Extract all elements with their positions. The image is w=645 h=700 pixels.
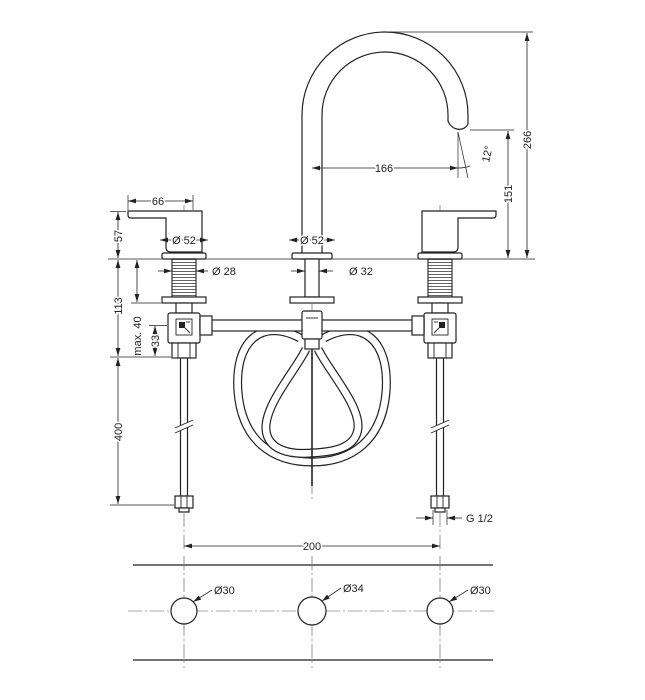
right-hose-nut-bottom-body <box>430 495 450 509</box>
left-hose-break-gap <box>175 420 193 433</box>
hole-right-label: Ø30 <box>470 585 491 597</box>
hole-center <box>297 596 327 626</box>
dim-text-hole-spacing: 200 <box>303 541 321 553</box>
hole-center-label: Ø34 <box>343 583 364 595</box>
left-hose-nut-bottom <box>174 495 194 513</box>
left-valve-assembly <box>161 258 207 513</box>
right-hose-break-mark <box>430 419 450 434</box>
center-mounting-plate <box>289 296 335 304</box>
dim-text-handle-rosette: Ø 52 <box>172 235 196 247</box>
dim-text-valve-shank: Ø 28 <box>212 266 236 278</box>
dim-text-spout-reach: 166 <box>375 163 393 175</box>
left-hose-break-line <box>174 419 194 429</box>
hole-left-leader <box>192 589 213 603</box>
center-fitting-nut <box>304 338 320 350</box>
right-hose-nut-bottom <box>430 495 450 513</box>
right-hose-thread-tip <box>434 507 446 513</box>
right-valve-symbol-line <box>433 327 440 334</box>
center-assembly <box>199 258 425 350</box>
right-valve-neck <box>431 302 449 314</box>
dimensions: 66 57 Ø 52 Ø 52 Ø 28 Ø 32 166 12° 151 <box>110 31 535 554</box>
left-valve-symbol-icon <box>175 318 193 336</box>
left-hose-thread-tip <box>178 507 190 513</box>
spout-rosette <box>291 252 333 260</box>
cross-pipe-right-nut <box>411 315 425 336</box>
left-hose-nut-bottom-body <box>174 495 194 509</box>
left-handle-rosette <box>161 252 207 260</box>
left-hose-nut-top <box>171 342 197 359</box>
left-threaded-shank <box>171 258 197 298</box>
mixing-hoses <box>233 326 391 486</box>
dim-text-connector-offset: 33 <box>150 335 162 347</box>
spout <box>291 31 469 260</box>
dim-text-lever-length: 66 <box>152 196 164 208</box>
dim-text-spout-angle: 12° <box>480 145 495 164</box>
dim-text-below-deck: 113 <box>113 297 125 315</box>
spout-shank <box>304 258 320 298</box>
right-hose-nut-top-body <box>427 342 453 359</box>
plan-view: Ø30 Ø34 Ø30 <box>128 556 497 668</box>
dim-text-total-height: 266 <box>522 131 534 149</box>
hole-left <box>170 597 198 625</box>
right-handle-rosette <box>417 252 463 260</box>
dim-text-spout-shank: Ø 32 <box>349 266 373 278</box>
right-hose-break-gap <box>431 420 449 433</box>
right-threaded-shank <box>427 258 453 298</box>
left-hose-nut-top-body <box>171 342 197 359</box>
right-handle <box>417 210 497 260</box>
hole-right <box>426 597 454 625</box>
dim-text-outlet-height: 151 <box>503 185 515 203</box>
dim-text-deck-thickness: max. 40 <box>132 316 144 355</box>
right-valve-symbol-icon <box>431 318 449 336</box>
right-valve-assembly <box>417 258 463 513</box>
right-valve-symbol-frame <box>431 318 449 336</box>
dim-text-spout-rosette: Ø 52 <box>300 235 324 247</box>
right-valve-symbol-mark <box>439 322 445 328</box>
center-mixing-fitting <box>301 310 323 340</box>
angle-arc <box>451 165 471 169</box>
spout-body <box>301 31 469 260</box>
cross-pipe-left-nut <box>199 315 213 336</box>
left-valve-symbol-frame <box>175 318 193 336</box>
hole-center-leader <box>321 587 342 602</box>
dim-text-hose-length: 400 <box>113 423 125 441</box>
right-hose-break-line <box>430 419 450 429</box>
left-hose-break-mark <box>174 419 194 434</box>
right-mounting-plate <box>417 296 463 304</box>
left-mounting-plate <box>161 296 207 304</box>
right-handle-lever <box>421 210 497 253</box>
hole-left-label: Ø30 <box>214 585 235 597</box>
dim-text-hose-thread: G 1/2 <box>466 513 493 525</box>
right-hose-nut-top <box>427 342 453 359</box>
left-valve-symbol-mark <box>179 322 185 328</box>
left-valve-symbol-line <box>184 327 191 334</box>
dim-text-handle-height: 57 <box>113 230 125 242</box>
hole-right-leader <box>448 589 469 603</box>
left-valve-neck <box>175 302 193 314</box>
left-hose-break-line-2 <box>174 424 194 434</box>
right-hose-break-line-2 <box>430 424 450 434</box>
angle-ref-slanted <box>457 131 469 179</box>
